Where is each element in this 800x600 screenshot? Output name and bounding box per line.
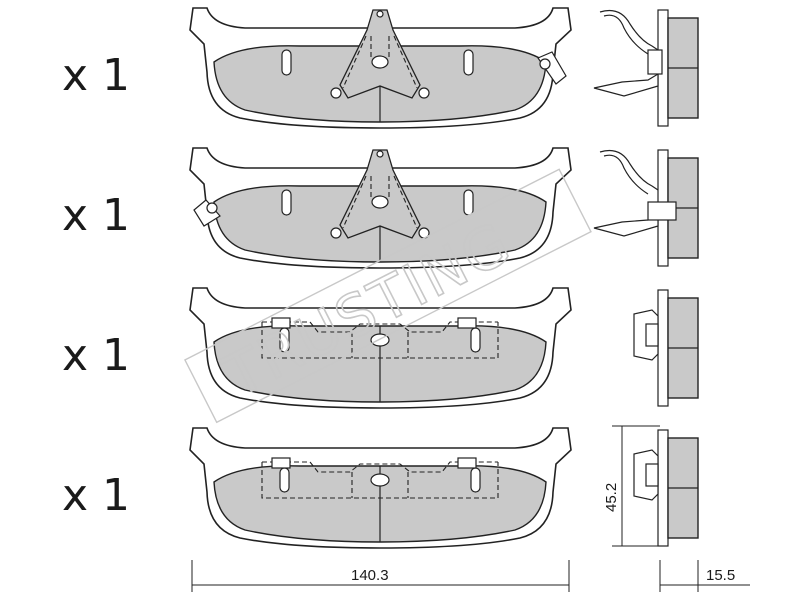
pad-row-2: x 1 (62, 147, 699, 269)
pad-side-view (593, 149, 699, 267)
quantity-label: x 1 (62, 470, 130, 521)
pad-front-view (189, 147, 572, 269)
quantity-label: x 1 (62, 190, 130, 241)
dimension-thickness: 15.5 (659, 560, 750, 592)
dimension-height: 45.2 (603, 425, 660, 547)
quantity-label: x 1 (62, 330, 130, 381)
pad-front-view (189, 427, 572, 549)
watermark-frame (183, 168, 592, 424)
thickness-value: 15.5 (706, 567, 735, 584)
dimension-length: 140.3 (191, 560, 570, 592)
pad-row-3: x 1 (62, 287, 699, 409)
pad-front-view (189, 7, 572, 129)
length-value: 140.3 (351, 567, 389, 584)
pad-row-4: x 1 (62, 427, 699, 549)
spring-clip (599, 9, 659, 51)
quantity-label: x 1 (62, 50, 130, 101)
pad-side-view (633, 429, 699, 547)
height-value: 45.2 (603, 483, 620, 512)
pad-side-view (593, 9, 699, 127)
pad-row-1: x 1 (62, 7, 699, 129)
pad-side-view (633, 289, 699, 407)
